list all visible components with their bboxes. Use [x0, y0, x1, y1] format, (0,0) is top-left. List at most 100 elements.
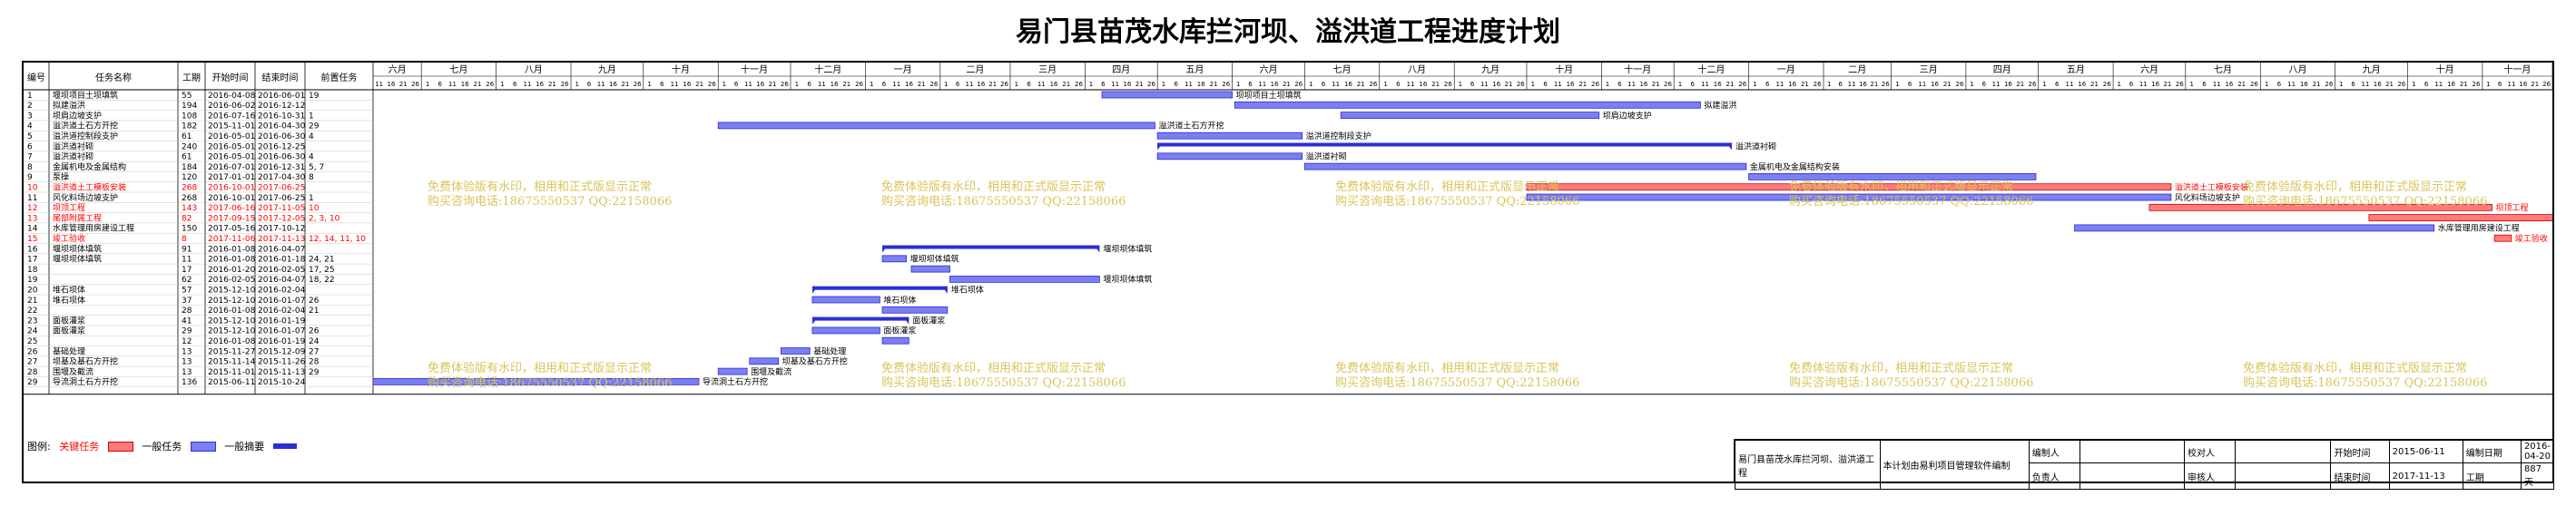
cell-task-name: 溢洪道控制段支护	[53, 131, 118, 141]
cell-duration: 91	[182, 245, 192, 254]
cell-start: 2016-01-08	[208, 256, 256, 265]
gantt-bar-summary	[811, 316, 909, 321]
gantt-bar-normal	[1526, 193, 2172, 201]
summary-cap	[811, 286, 818, 294]
cell-end: 2017-10-12	[258, 225, 305, 234]
bar-label: 坝坝项目土坝填筑	[1236, 90, 1302, 101]
cell-id: 1	[27, 92, 33, 101]
day-tick-label: 16	[387, 81, 395, 88]
watermark: 免费体验版有水印，相用和正式版显示正常购买咨询电话:18675550537 QQ…	[881, 362, 1126, 390]
cell-duration: 28	[182, 307, 192, 316]
cell-task-name: 面板灌浆	[53, 315, 85, 326]
month-label: 十月	[672, 63, 690, 75]
cell-id: 2	[27, 102, 33, 111]
day-tick-label: 26	[930, 81, 939, 88]
day-tick-label: 11	[2434, 81, 2443, 88]
day-tick-label: 21	[548, 81, 556, 88]
cell-duration: 11	[182, 256, 192, 265]
day-tick-label: 21	[918, 81, 926, 88]
month-label: 五月	[1185, 64, 1204, 75]
cell-id: 18	[27, 266, 38, 275]
summary-cap	[941, 286, 948, 294]
day-tick-label: 6	[1617, 81, 1622, 88]
month-label: 八月	[1408, 64, 1426, 75]
day-tick-label: 26	[855, 81, 863, 88]
day-tick-label: 26	[411, 81, 419, 88]
day-tick-label: 16	[831, 81, 839, 88]
cell-duration: 136	[182, 378, 197, 387]
cell-start: 2015-12-10	[208, 316, 256, 326]
cell-predecessor: 12, 14, 11, 10	[309, 235, 366, 244]
day-tick-label: 1	[1162, 81, 1165, 88]
bar-label: 溢洪道土工模板安装	[2175, 182, 2248, 193]
month-label: 十一月	[2503, 63, 2531, 75]
day-tick-label: 11	[1627, 81, 1636, 88]
day-tick-label: 21	[2016, 81, 2024, 88]
day-tick-label: 6	[2424, 81, 2429, 88]
cell-end: 2016-04-07	[258, 276, 305, 285]
cell-start: 2016-07-16	[208, 112, 256, 121]
day-tick-label: 11	[1258, 81, 1266, 88]
month-label: 七月	[1333, 64, 1352, 75]
cell-end: 2017-11-13	[258, 235, 305, 244]
cell-id: 28	[27, 368, 38, 377]
cell-start: 2017-06-16	[208, 204, 256, 213]
day-tick-label: 6	[2129, 81, 2134, 88]
day-tick-label: 6	[587, 81, 592, 88]
cell-id: 22	[27, 307, 37, 316]
cell-task-name: 堆石坝体	[53, 295, 85, 306]
gantt-bar-summary	[882, 245, 1100, 249]
day-tick-label: 16	[756, 81, 764, 88]
bar-label: 围堰及截流	[751, 366, 791, 377]
gantt-bar-normal	[1234, 101, 1701, 109]
bar-label: 溢洪道衬砌	[1735, 141, 1776, 151]
day-tick-label: 21	[842, 81, 850, 88]
day-tick-label: 11	[2066, 81, 2074, 88]
cell-predecessor: 4	[309, 132, 314, 141]
cell-start: 2015-12-10	[208, 287, 256, 296]
cell-duration: 37	[182, 297, 192, 306]
day-tick-label: 26	[1294, 81, 1303, 88]
project-name: 易门县苗茂水库拦河坝、溢洪道工程	[1735, 440, 1881, 490]
cell-start: 2017-05-16	[208, 225, 256, 234]
page-title: 易门县苗茂水库拦河坝、溢洪道工程进度计划	[1016, 16, 1560, 48]
cell-end: 2016-02-05	[258, 266, 305, 275]
cell-start: 2016-05-01	[208, 132, 255, 141]
day-tick-label: 16	[905, 81, 913, 88]
month-label: 十月	[1555, 63, 1573, 75]
reviewer-value	[2235, 462, 2332, 490]
month-label: 六月	[1259, 64, 1277, 75]
cell-duration: 55	[182, 92, 192, 101]
gantt-bar-normal	[2074, 224, 2435, 232]
owner-label: 负责人	[2028, 462, 2081, 490]
day-tick-label: 21	[1726, 81, 1735, 88]
day-tick-label: 6	[660, 81, 664, 88]
day-tick-label: 6	[2498, 81, 2502, 88]
day-tick-label: 11	[818, 81, 826, 88]
bar-label: 面板灌浆	[912, 315, 945, 326]
day-tick-label: 6	[1470, 81, 1475, 88]
cell-duration: 268	[182, 184, 197, 193]
cell-duration: 240	[182, 142, 197, 151]
watermark: 免费体验版有水印，相用和正式版显示正常购买咨询电话:18675550537 QQ…	[1335, 180, 1580, 209]
cell-start: 2015-12-10	[208, 297, 256, 306]
day-tick-label: 26	[1147, 81, 1155, 88]
legend-normal-label: 一般任务	[142, 441, 182, 452]
gantt-bar-normal	[881, 255, 908, 263]
day-tick-label: 26	[1956, 81, 1964, 88]
day-tick-label: 26	[2250, 81, 2258, 88]
gantt-bar-normal	[1156, 131, 1303, 140]
day-tick-label: 1	[1531, 81, 1535, 88]
day-tick-label: 6	[956, 81, 960, 88]
cell-start: 2016-10-01	[208, 194, 255, 203]
cell-end: 2017-12-05	[258, 214, 305, 223]
day-tick-label: 1	[1827, 81, 1831, 88]
cell-end: 2017-06-25	[258, 184, 305, 193]
day-tick-label: 6	[1765, 81, 1770, 88]
day-tick-label: 16	[2374, 81, 2382, 88]
cell-predecessor: 18, 22	[309, 276, 335, 285]
cell-id: 5	[27, 132, 33, 141]
cell-duration: 82	[182, 214, 192, 223]
